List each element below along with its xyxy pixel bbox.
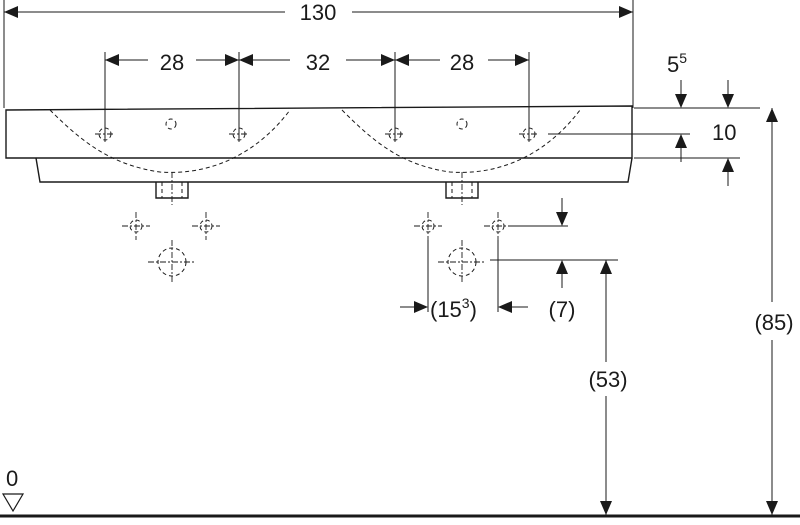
tap-hole-4 xyxy=(519,124,539,144)
level-triangle-icon xyxy=(1,493,25,513)
tap-hole-3 xyxy=(385,124,405,144)
rim-thickness-dimensions: 55 10 xyxy=(548,50,760,186)
hole-spacing-right-label: 28 xyxy=(450,50,474,75)
mounting-points-left xyxy=(122,212,220,284)
tap-hole-2 xyxy=(229,124,249,144)
floor-level-label: 0 xyxy=(6,466,18,491)
overall-width-dimension: 130 xyxy=(3,0,634,108)
washbasin-outline xyxy=(5,105,633,183)
tap-hole-1 xyxy=(95,124,115,144)
drain-outlets xyxy=(155,172,479,205)
mounting-points-right xyxy=(414,212,512,284)
drain-offset-label: (7) xyxy=(549,297,576,322)
drain-height-dimension: (53) xyxy=(588,260,628,515)
tap-holes xyxy=(95,124,539,144)
overflow-holes xyxy=(165,118,468,130)
overall-height-label: (85) xyxy=(754,310,793,335)
overall-height-dimension: (85) xyxy=(745,108,799,515)
drain-spacing-label: (153) xyxy=(430,295,477,322)
floor-line: 0 xyxy=(0,466,800,518)
rim-offset-label: 55 xyxy=(667,50,687,77)
drain-spacing-dimensions: (153) (7) xyxy=(400,198,618,322)
hole-spacing-dimensions: 28 32 28 xyxy=(104,50,530,138)
hole-spacing-middle-label: 32 xyxy=(306,50,330,75)
overall-width-label: 130 xyxy=(300,0,337,25)
basin-thickness-label: 10 xyxy=(712,120,736,145)
hole-spacing-left-label: 28 xyxy=(160,50,184,75)
drain-height-label: (53) xyxy=(588,367,627,392)
